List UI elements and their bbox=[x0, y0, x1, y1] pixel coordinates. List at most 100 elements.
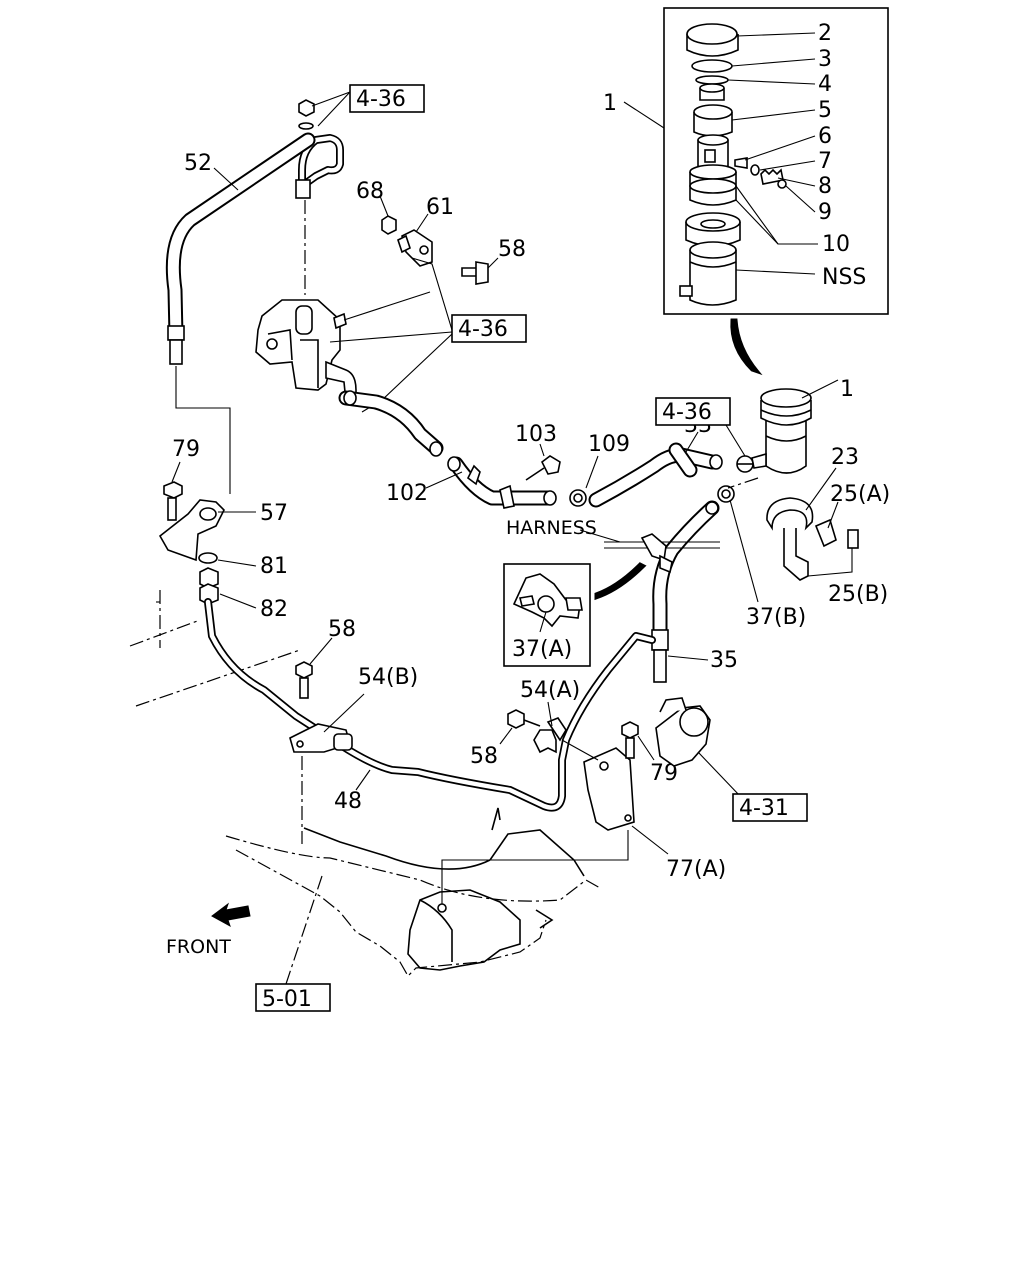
leader-82 bbox=[219, 593, 257, 609]
callout-23: 23 bbox=[831, 445, 859, 470]
centerline-52-down bbox=[175, 366, 231, 494]
callout-25b: 25(B) bbox=[828, 582, 888, 607]
callout-48: 48 bbox=[334, 789, 362, 814]
bolt-79-right bbox=[621, 721, 639, 759]
centerline-501 bbox=[285, 875, 323, 985]
leader-81 bbox=[217, 559, 257, 567]
leader-436c bbox=[725, 424, 746, 457]
leader-48 bbox=[355, 769, 371, 791]
bolt-58-mid bbox=[295, 661, 313, 699]
clamp-37b-part bbox=[717, 485, 735, 503]
callout-58b: 58 bbox=[328, 617, 356, 642]
ref-501: 5-01 bbox=[262, 987, 312, 1012]
bracket-77a-part bbox=[583, 747, 635, 831]
ref-box-436c bbox=[655, 397, 731, 426]
reservoir-detail-inset: 2 3 4 5 6 7 8 9 10 NSS bbox=[663, 7, 889, 315]
leader-1a bbox=[623, 101, 665, 129]
leader-23 bbox=[805, 467, 837, 511]
leader-harness bbox=[579, 529, 621, 543]
callout-54a: 54(A) bbox=[520, 678, 580, 703]
callout-6: 6 bbox=[818, 124, 832, 149]
bolt-103-part bbox=[525, 455, 561, 481]
reservoir-bracket-part bbox=[766, 497, 859, 581]
leader-54b bbox=[323, 693, 365, 733]
leader-35 bbox=[667, 655, 709, 661]
leader-103 bbox=[539, 443, 545, 457]
clamp-37a-inset bbox=[503, 563, 591, 667]
inset-leaders bbox=[727, 32, 818, 275]
callout-102: 102 bbox=[386, 481, 428, 506]
leader-77a bbox=[631, 825, 669, 855]
callout-8: 8 bbox=[818, 174, 832, 199]
nut-82-part bbox=[199, 567, 219, 605]
bracket-61-part bbox=[397, 229, 433, 267]
callout-5: 5 bbox=[818, 98, 832, 123]
ref-box-436a bbox=[349, 84, 425, 113]
callout-81: 81 bbox=[260, 554, 288, 579]
clamp-pointer-arrow bbox=[594, 562, 647, 601]
callout-1b: 1 bbox=[840, 377, 854, 402]
ref-436a: 4-36 bbox=[356, 87, 406, 112]
bracket-57-part bbox=[158, 499, 225, 562]
callout-35: 35 bbox=[710, 648, 738, 673]
inset-pointer-arrow bbox=[730, 318, 763, 376]
leader-61 bbox=[415, 213, 429, 233]
leader-79a bbox=[171, 461, 181, 483]
callout-7: 7 bbox=[818, 149, 832, 174]
ref-box-431 bbox=[732, 793, 808, 822]
callout-25a: 25(A) bbox=[830, 482, 890, 507]
nut-washer-top bbox=[298, 99, 315, 130]
washer-81-part bbox=[198, 552, 218, 564]
ref-box-436b bbox=[451, 314, 527, 343]
clamp-109-part bbox=[569, 489, 587, 507]
power-steering-pump bbox=[255, 299, 357, 403]
leader-58b bbox=[309, 637, 333, 665]
callout-57: 57 bbox=[260, 501, 288, 526]
callout-58c: 58 bbox=[470, 744, 498, 769]
callout-52: 52 bbox=[184, 151, 212, 176]
callout-37a: 37(A) bbox=[512, 637, 572, 662]
callout-103: 103 bbox=[515, 422, 557, 447]
callout-10: 10 bbox=[822, 232, 850, 257]
leader-54a-2 bbox=[561, 739, 599, 761]
front-direction-arrow bbox=[211, 902, 251, 928]
centerline-77a bbox=[441, 830, 629, 906]
callout-1a: 1 bbox=[603, 91, 617, 116]
bolt-58-lower bbox=[507, 709, 541, 729]
leader-37b bbox=[729, 499, 759, 603]
leader-pump-line bbox=[343, 291, 431, 321]
leader-436b-2 bbox=[329, 331, 453, 343]
steering-gear-part bbox=[655, 697, 711, 767]
leader-25a bbox=[827, 501, 839, 529]
leader-1b bbox=[801, 379, 839, 399]
label-front: FRONT bbox=[166, 936, 231, 958]
leader-79b bbox=[637, 735, 655, 761]
leader-52 bbox=[213, 167, 239, 191]
callout-61: 61 bbox=[426, 195, 454, 220]
bracket-54b-part bbox=[289, 723, 353, 753]
small-parts-6-9 bbox=[734, 157, 787, 189]
callout-nss: NSS bbox=[822, 265, 866, 290]
callout-109: 109 bbox=[588, 432, 630, 457]
callout-3: 3 bbox=[818, 47, 832, 72]
leader-58a bbox=[487, 257, 499, 269]
ref-box-501 bbox=[255, 983, 331, 1012]
callout-79-a: 79 bbox=[172, 437, 200, 462]
callout-77a: 77(A) bbox=[666, 857, 726, 882]
ref-436c: 4-36 bbox=[662, 400, 712, 425]
leader-109 bbox=[585, 455, 599, 489]
callout-2: 2 bbox=[818, 21, 832, 46]
bolt-58-upper bbox=[461, 261, 489, 285]
callout-58a: 58 bbox=[498, 237, 526, 262]
chassis-line-b bbox=[135, 649, 301, 707]
callout-68: 68 bbox=[356, 179, 384, 204]
leader-33 bbox=[685, 431, 699, 453]
centerline-return bbox=[727, 477, 759, 489]
ref-431: 4-31 bbox=[739, 796, 789, 821]
reservoir-cap-part bbox=[686, 23, 739, 57]
filter-stack-part bbox=[679, 83, 741, 306]
callout-9: 9 bbox=[818, 200, 832, 225]
